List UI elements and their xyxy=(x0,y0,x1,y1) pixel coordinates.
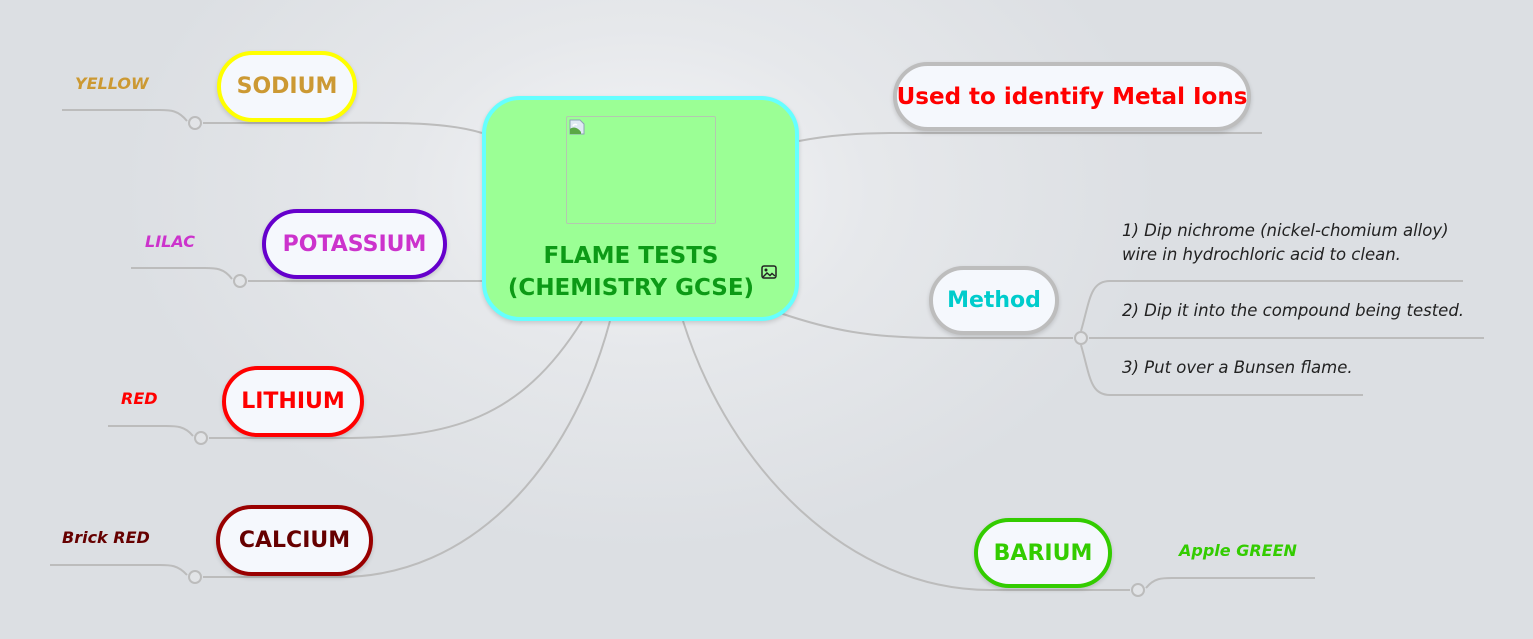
node-sodium-label: SODIUM xyxy=(236,74,338,99)
barium-collapse-toggle xyxy=(1131,583,1145,597)
root-title-line-2: (CHEMISTRY GCSE) xyxy=(507,275,755,301)
potassium-collapse-toggle xyxy=(233,274,247,288)
method-step-1-line-2: wire in hydrochloric acid to clean. xyxy=(1122,245,1401,264)
node-lithium-label: LITHIUM xyxy=(241,389,345,414)
method-step-1[interactable]: 1) Dip nichrome (nickel-chomium alloy) w… xyxy=(1122,219,1449,267)
node-potassium-label: POTASSIUM xyxy=(282,231,427,257)
node-calcium[interactable]: CALCIUM xyxy=(216,505,373,576)
node-potassium[interactable]: POTASSIUM xyxy=(262,209,447,279)
node-barium-label: BARIUM xyxy=(993,540,1093,566)
lithium-collapse-toggle xyxy=(194,431,208,445)
method-collapse-toggle xyxy=(1074,331,1088,345)
broken-image-icon xyxy=(569,119,585,135)
root-title: FLAME TESTS (CHEMISTRY GCSE) xyxy=(486,240,776,304)
node-barium[interactable]: BARIUM xyxy=(974,518,1112,588)
node-lithium[interactable]: LITHIUM xyxy=(222,366,364,437)
image-placeholder xyxy=(566,116,716,224)
calcium-collapse-toggle xyxy=(188,570,202,584)
flame-color-calcium[interactable]: Brick RED xyxy=(62,528,150,547)
flame-color-lithium[interactable]: RED xyxy=(121,389,158,408)
node-calcium-label: CALCIUM xyxy=(238,528,351,553)
method-step-3[interactable]: 3) Put over a Bunsen flame. xyxy=(1122,356,1353,380)
root-title-line-1: FLAME TESTS xyxy=(543,243,719,269)
flame-color-potassium[interactable]: LILAC xyxy=(145,232,195,251)
flame-color-barium[interactable]: Apple GREEN xyxy=(1179,541,1297,560)
node-purpose-label: Used to identify Metal Ions xyxy=(896,83,1248,110)
method-step-2[interactable]: 2) Dip it into the compound being tested… xyxy=(1122,299,1464,323)
flame-color-sodium[interactable]: YELLOW xyxy=(75,74,149,93)
method-step-2-line-1: 2) Dip it into the compound being tested… xyxy=(1122,301,1465,320)
node-method[interactable]: Method xyxy=(929,266,1059,335)
node-purpose[interactable]: Used to identify Metal Ions xyxy=(893,62,1251,131)
root-node[interactable]: FLAME TESTS (CHEMISTRY GCSE) xyxy=(482,96,799,321)
node-sodium[interactable]: SODIUM xyxy=(217,51,357,122)
image-icon[interactable] xyxy=(761,265,777,279)
sodium-collapse-toggle xyxy=(188,116,202,130)
method-step-1-line-1: 1) Dip nichrome (nickel-chomium alloy) xyxy=(1122,221,1449,240)
method-step-3-line-1: 3) Put over a Bunsen flame. xyxy=(1122,358,1353,377)
node-method-label: Method xyxy=(947,288,1041,313)
